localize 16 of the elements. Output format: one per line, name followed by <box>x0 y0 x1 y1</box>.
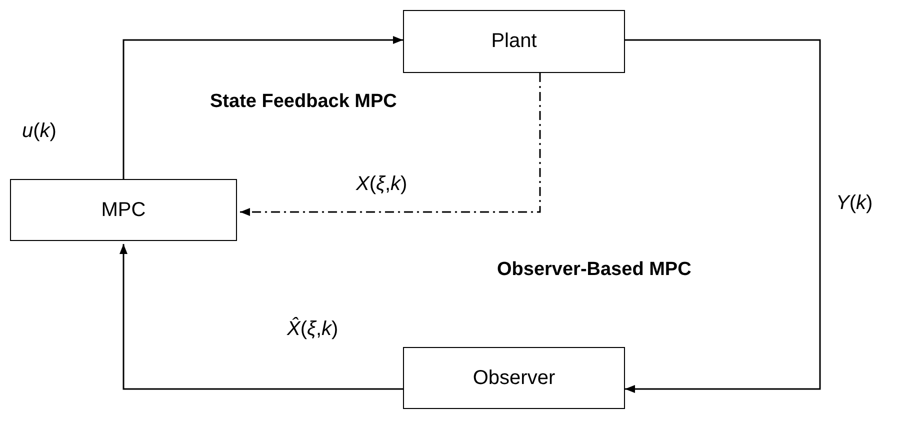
signal-label: X̂(ξ,k) <box>287 318 338 340</box>
section-label: State Feedback MPC <box>210 91 397 113</box>
section-label: Observer-Based MPC <box>497 259 692 281</box>
signal-label: Y(k) <box>836 192 873 214</box>
arrow <box>625 39 821 393</box>
arrow <box>240 73 541 216</box>
block-label: Plant <box>491 30 537 53</box>
block-label: Observer <box>472 366 556 390</box>
block-box <box>10 179 237 241</box>
arrow <box>122 36 403 179</box>
block-box <box>403 10 625 73</box>
block-box <box>403 347 625 409</box>
block-label: MPC <box>101 198 146 222</box>
signal-label: u(k) <box>22 120 56 142</box>
signal-label: X(ξ,k) <box>356 173 408 195</box>
arrow <box>120 244 403 390</box>
